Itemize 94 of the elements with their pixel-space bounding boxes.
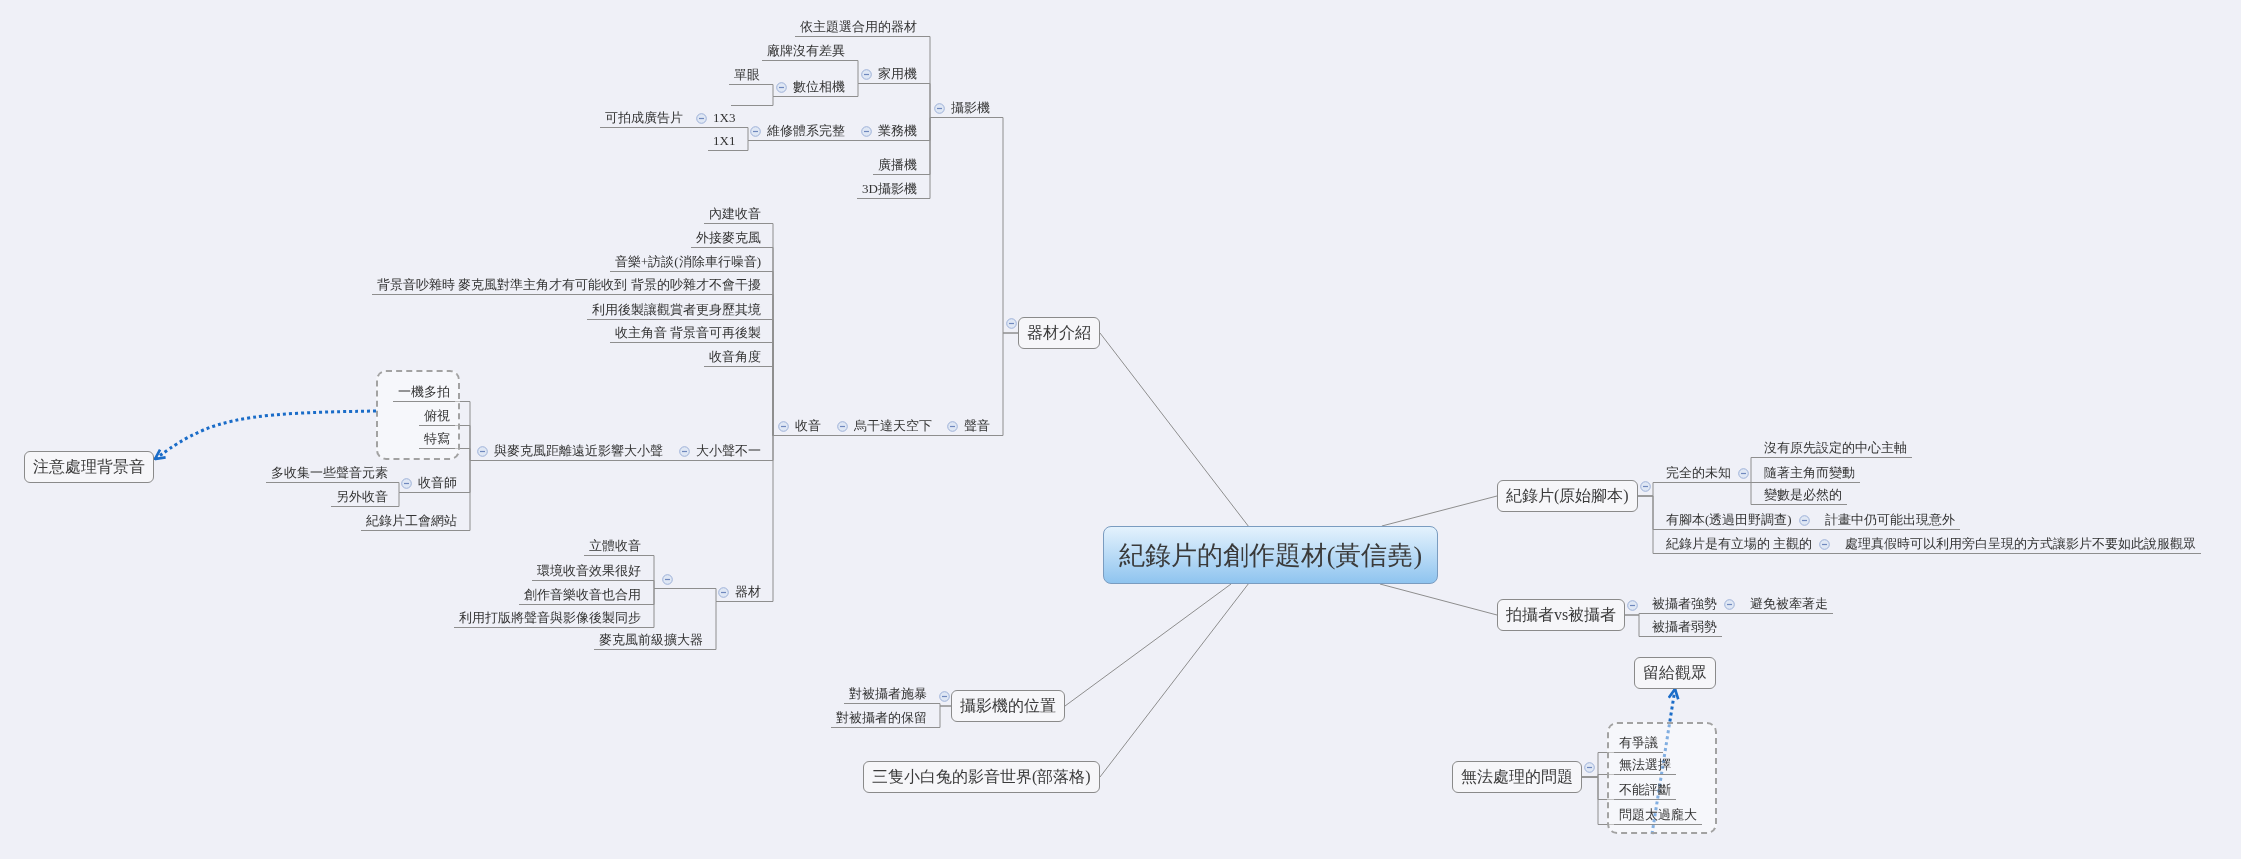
branch-line xyxy=(1581,776,1615,825)
underlined-topic: 變數是必然的 xyxy=(1759,486,1847,505)
underlined-topic: 避免被牽著走 xyxy=(1745,595,1833,614)
branch-line xyxy=(461,460,490,531)
underlined-topic: 無法選擇 xyxy=(1614,756,1676,775)
underlined-topic: 收音師 xyxy=(413,474,462,493)
underlined-topic: 背景音吵雜時 麥克風對準主角才有可能收到 背景的吵雜才不會干擾 xyxy=(372,276,766,295)
branch-line xyxy=(1381,495,1498,527)
underlined-topic: 有爭議 xyxy=(1614,734,1663,753)
topic-box: 拍攝者vs被攝者 xyxy=(1497,599,1626,631)
underlined-topic: 音樂+訪談(消除車行噪音) xyxy=(610,253,766,272)
dashed-boundary xyxy=(376,370,460,460)
underlined-topic: 3D攝影機 xyxy=(857,180,922,199)
underlined-topic: 處理真假時可以利用旁白呈現的方式讓影片不要如此說服觀眾 xyxy=(1840,535,2201,554)
dashed-boundary xyxy=(1607,722,1717,834)
branch-line xyxy=(764,96,789,106)
underlined-topic: 計畫中仍可能出現意外 xyxy=(1820,511,1960,530)
underlined-topic: 利用打版將聲音與影像後製同步 xyxy=(454,609,646,628)
branch-line xyxy=(849,83,874,97)
underlined-topic: 對被攝者施暴 xyxy=(844,685,932,704)
branch-line xyxy=(931,705,952,728)
branch-line xyxy=(1816,553,1841,554)
underlined-topic: 收音角度 xyxy=(704,348,766,367)
underlined-topic: 完全的未知 xyxy=(1661,464,1736,483)
underlined-topic: 有腳本(透過田野調查) xyxy=(1661,511,1797,530)
branch-line xyxy=(1624,614,1648,637)
dotted-arrow xyxy=(1650,687,1680,835)
topic-box: 紀錄片(原始腳本) xyxy=(1497,480,1638,512)
branch-line xyxy=(1379,583,1498,616)
underlined-topic: 沒有原先設定的中心主軸 xyxy=(1759,439,1912,458)
branch-line xyxy=(1099,332,1249,527)
underlined-topic: 環境收音效果很好 xyxy=(532,562,646,581)
branch-line xyxy=(1064,583,1232,707)
branch-line xyxy=(739,140,763,151)
underlined-topic: 器材 xyxy=(730,583,766,602)
underlined-topic: 收主角音 背景音可再後製 xyxy=(610,324,767,343)
underlined-topic: 大小聲不一 xyxy=(691,442,766,461)
underlined-topic: 俯視 xyxy=(419,407,455,426)
branch-line xyxy=(1637,495,1662,554)
underlined-topic: 被攝者強勢 xyxy=(1647,595,1722,614)
branch-line xyxy=(849,140,874,141)
underlined-topic: 隨著主角而變動 xyxy=(1759,464,1860,483)
underlined-topic: 創作音樂收音也合用 xyxy=(519,586,646,605)
underlined-topic: 1X3 xyxy=(708,109,741,128)
topic-box: 三隻小白兔的影音世界(部落格) xyxy=(863,761,1100,793)
topic-box: 注意處理背景音 xyxy=(24,451,154,483)
branch-line xyxy=(1735,482,1760,505)
branch-line xyxy=(667,460,692,461)
underlined-topic: 與麥克風距離遠近影響大小聲 xyxy=(489,442,668,461)
underlined-topic: 問題太過龐大 xyxy=(1614,806,1702,825)
central-topic-box: 紀錄片的創作題材(黃信堯) xyxy=(1103,526,1438,584)
branch-line xyxy=(1796,529,1821,530)
branch-line xyxy=(936,435,960,436)
underlined-topic: 被攝者弱勢 xyxy=(1647,618,1722,637)
underlined-topic: 可拍成廣告片 xyxy=(600,109,688,128)
topic-box: 留給觀眾 xyxy=(1634,657,1716,689)
topic-box: 器材介紹 xyxy=(1018,317,1100,349)
underlined-topic: 數位相機 xyxy=(788,78,850,97)
underlined-topic: 廣播機 xyxy=(873,156,922,175)
branch-line xyxy=(825,435,850,436)
branch-line xyxy=(994,332,1019,436)
branch-line xyxy=(687,127,709,128)
underlined-topic: 1X1 xyxy=(708,132,741,151)
underlined-topic: 聲音 xyxy=(959,417,995,436)
underlined-topic: 麥克風前級擴大器 xyxy=(594,631,708,650)
topic-box: 無法處理的問題 xyxy=(1452,761,1582,793)
branch-line xyxy=(645,588,675,628)
underlined-topic: 烏干達天空下 xyxy=(849,417,937,436)
branch-line xyxy=(921,117,947,199)
underlined-topic: 另外收音 xyxy=(331,488,393,507)
underlined-topic: 外接麥克風 xyxy=(691,229,766,248)
underlined-topic: 廠牌沒有差異 xyxy=(762,42,850,61)
underlined-topic: 紀錄片是有立場的 主觀的 xyxy=(1661,535,1818,554)
underlined-topic: 收音 xyxy=(790,417,826,436)
branch-line xyxy=(1099,583,1249,778)
branch-line xyxy=(392,492,414,507)
dotted-arrow xyxy=(153,409,377,461)
underlined-topic: 紀錄片工會網站 xyxy=(361,512,462,531)
underlined-topic: 單眼 xyxy=(729,66,765,85)
underlined-topic: 利用後製讓觀賞者更身歷其境 xyxy=(587,301,766,320)
underlined-topic: 維修體系完整 xyxy=(762,122,850,141)
underlined-topic: 立體收音 xyxy=(584,537,646,556)
underlined-topic: 特寫 xyxy=(419,430,455,449)
underlined-topic: 攝影機 xyxy=(946,99,995,118)
topic-box: 攝影機的位置 xyxy=(951,690,1065,722)
underlined-topic: 家用機 xyxy=(873,65,922,84)
underlined-topic: 內建收音 xyxy=(704,205,766,224)
underlined-topic: 對被攝者的保留 xyxy=(831,709,932,728)
underlined-topic: 多收集一些聲音元素 xyxy=(266,464,393,483)
branch-line xyxy=(1721,613,1746,614)
underlined-topic: 不能評斷 xyxy=(1614,781,1676,800)
underlined-topic: 依主題選合用的器材 xyxy=(795,18,922,37)
underlined-topic: 業務機 xyxy=(873,122,922,141)
underlined-topic: 一機多拍 xyxy=(393,383,455,402)
